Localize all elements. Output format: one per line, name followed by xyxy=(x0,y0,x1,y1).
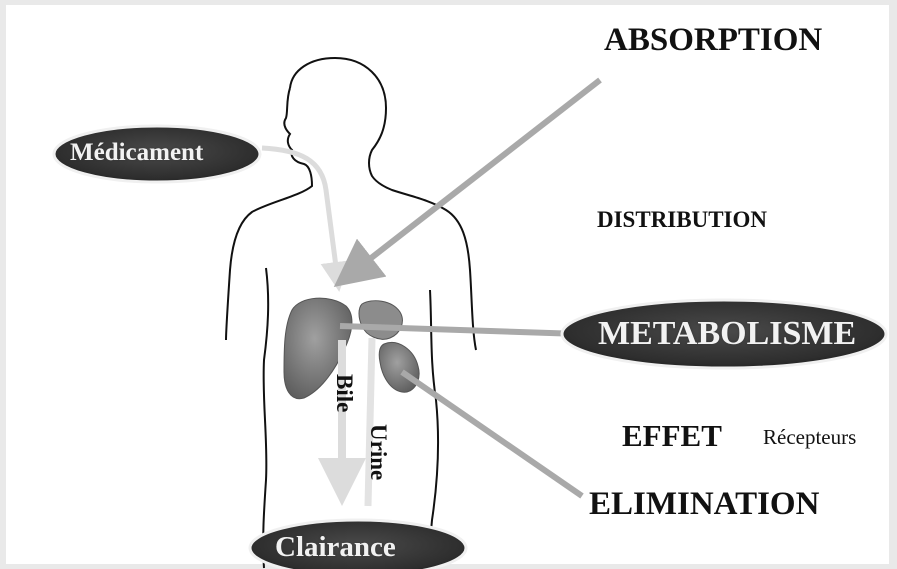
absorption-label: ABSORPTION xyxy=(604,22,822,59)
urine-label: Urine xyxy=(365,424,391,480)
distribution-label: DISTRIBUTION xyxy=(597,207,767,233)
urine-flow-arrow xyxy=(368,338,372,506)
recepteurs-label: Récepteurs xyxy=(763,425,856,450)
kidney-shape xyxy=(379,342,419,392)
effet-label: EFFET xyxy=(622,418,722,454)
stomach-shape xyxy=(359,301,402,340)
bile-label: Bile xyxy=(331,374,357,412)
medicament-arrow xyxy=(262,148,338,282)
clairance-label: Clairance xyxy=(275,531,396,564)
elimination-arrow xyxy=(402,372,582,496)
elimination-label: ELIMINATION xyxy=(589,486,819,523)
metabolisme-label: METABOLISME xyxy=(598,315,856,353)
body-outline xyxy=(226,58,476,568)
medicament-label: Médicament xyxy=(70,139,203,167)
